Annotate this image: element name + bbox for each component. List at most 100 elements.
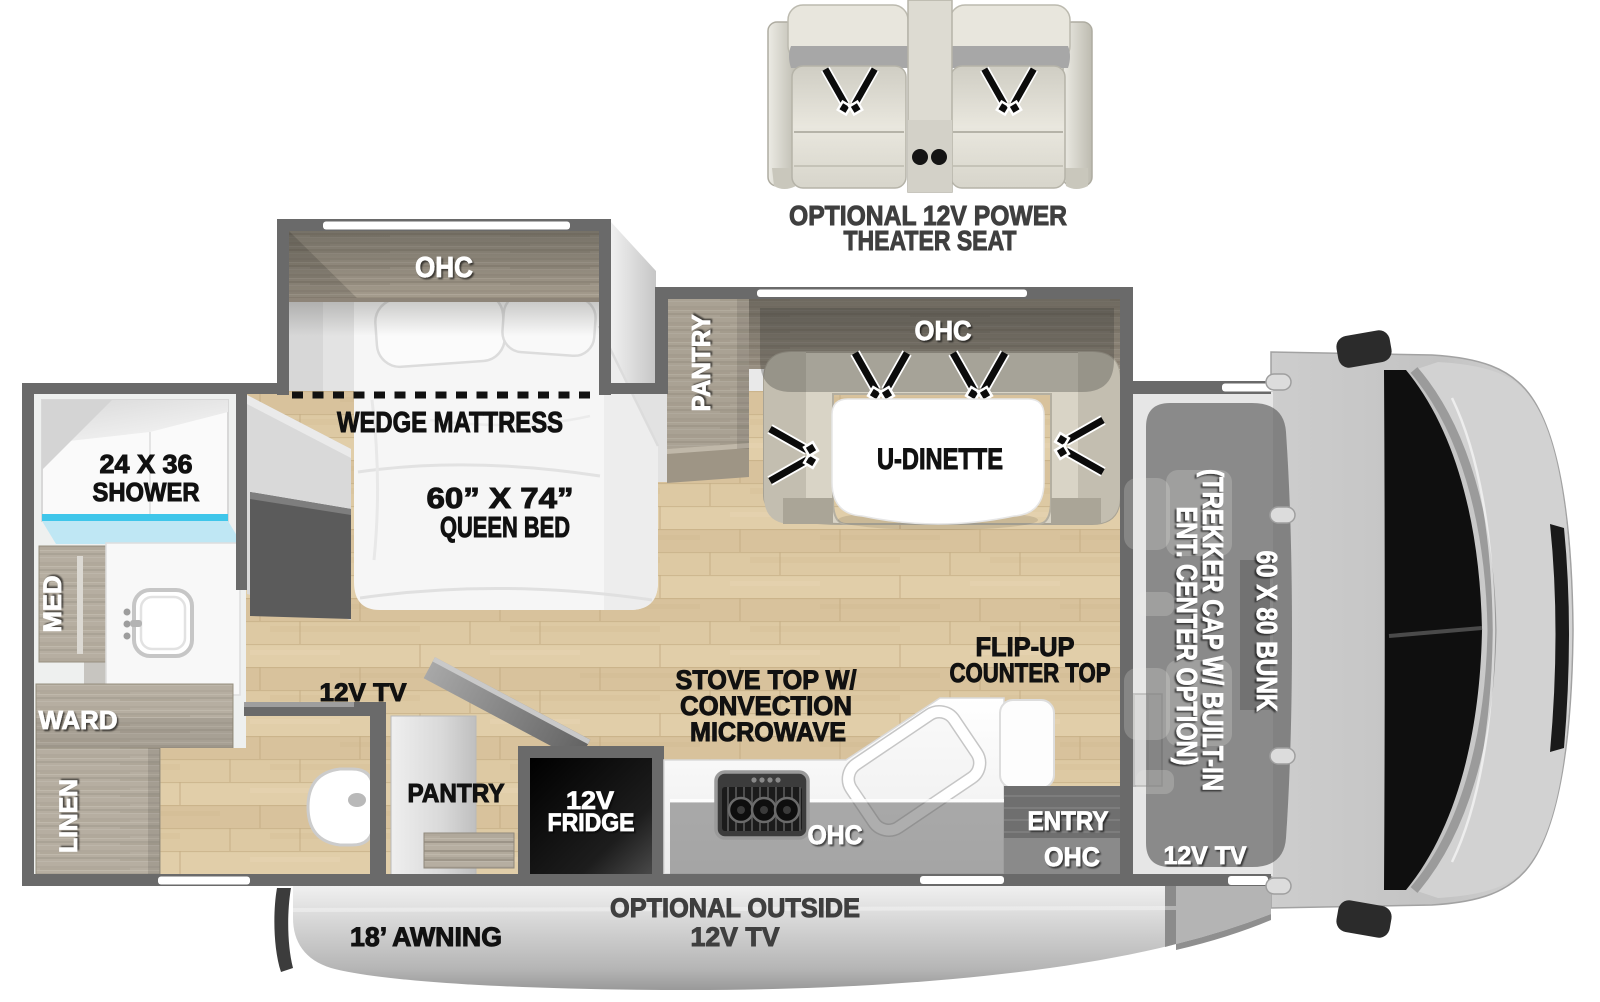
label-shower-size: 24 X 36 [100,449,193,479]
flip-up-counter-leaf [999,699,1055,789]
wall-bathroom-divider [236,390,247,590]
cupholder-icon [912,149,928,165]
theater-seat-label-line2: THEATER SEAT [844,225,1017,256]
cab-seat-back [1124,668,1170,740]
label-shower: SHOWER [93,477,200,507]
bed-slideout [289,222,667,610]
label-flip-line1: FLIP-UP [976,632,1075,662]
window-front-right [1222,383,1274,392]
label-med: MED [39,576,67,633]
label-dinette-ohc: OHC [915,315,972,346]
bathroom [33,394,246,878]
entry-area [1004,693,1163,874]
label-bunk: 60 X 80 BUNK [1250,551,1282,712]
cab-cowl [1410,367,1497,893]
dinette-slideout-wall-left [655,287,668,394]
shower-threshold [42,514,228,521]
awning [274,886,1271,990]
toilet-room-wall-right [370,702,386,876]
skirt-right [1176,886,1271,944]
linen-cabinet [35,747,246,878]
label-stove-line3: MICROWAVE [690,717,846,747]
label-bed-type: QUEEN BED [440,512,570,544]
label-awning: 18’ AWNING [350,922,502,952]
wall-top-left [22,383,289,394]
kitchen-pantry [390,715,515,878]
label-kitchen-ohc: OHC [808,820,863,850]
label-fridge-line1: 12V [566,787,614,815]
wardrobe [35,683,234,749]
entry-ohc-band [1004,838,1120,874]
cab-windshield [1384,370,1482,890]
label-kitchen-pantry: PANTRY [408,778,505,808]
dinette-table [831,398,1045,525]
window-bed-slideout [323,221,570,230]
label-bedroom-tv: 12V TV [320,679,407,707]
window-markers [158,221,1274,885]
label-dinette-pantry: PANTRY [686,315,716,412]
cab-seat-cushion [1166,660,1232,746]
theater-seat-label-line1: OPTIONAL 12V POWER [789,200,1067,231]
cab-mirror-bottom [1336,900,1392,938]
wall-top-mid [599,383,668,394]
toilet-flush [348,793,366,807]
label-trekker-line2: ENT. CENTER OPTION) [1170,507,1202,766]
bed-slideout-wall-left [277,219,289,395]
toilet [306,767,375,847]
cab-seat-back [1124,478,1170,550]
label-outside-tv-line1: OPTIONAL OUTSIDE [610,893,860,923]
cap-marker-lights [1265,373,1296,895]
dinette-pantry [667,299,749,483]
awning-end-cap [274,888,293,972]
theater-seat-right-cushion [950,65,1066,189]
toilet-room [246,716,375,874]
cupholder-icon [931,149,947,165]
bathroom-sink [132,588,194,658]
floorplan-body [33,222,1273,886]
awning-roll [293,886,1176,990]
door-marker-left [158,876,250,885]
label-linen: LINEN [55,779,83,853]
label-entry: ENTRY [1028,806,1109,836]
label-u-dinette: U-DINETTE [877,443,1003,476]
fridge-box [530,758,652,876]
labels: OHC WEDGE MATTRESS 60” X 74” QUEEN BED 2… [38,252,1282,953]
shower-glass [42,521,242,544]
med-cabinet [38,545,107,694]
cab-seat-cushion [1166,470,1232,556]
theater-seat-illustration [767,0,1093,193]
slideout-side-shade [611,222,656,390]
label-flip-line2: COUNTER TOP [950,658,1111,688]
fridge [518,746,664,886]
stove-top [714,770,810,840]
bedroom-divider [247,395,351,620]
label-bed-ohc: OHC [415,252,473,284]
faucet-icon [123,608,131,616]
shower [41,399,242,544]
label-outside-tv-line2: 12V TV [691,922,780,952]
label-bed-size: 60” X 74” [427,483,574,515]
wall-rear [22,383,34,886]
label-stove-line2: CONVECTION [680,691,852,721]
entry-door-marker [1228,876,1268,885]
label-trekker-line1: (TREKKER CAP W/ BUILT-IN [1196,469,1228,791]
label-entry-ohc: OHC [1044,842,1100,872]
cab-mirror-top [1336,330,1392,368]
label-stove-line1: STOVE TOP W/ [676,665,857,695]
cab-seats [1124,470,1232,794]
bedroom-swivel-tv [423,657,591,761]
bedroom-tv-cabinet [250,492,351,619]
cab-front [1270,330,1574,938]
kitchen-counter [663,697,1055,875]
bunk-over-cab [1124,373,1296,895]
window-bottom-mid [920,876,1004,884]
label-front-tv: 12V TV [1164,842,1247,870]
window-dinette-slideout [757,289,1027,297]
cab-grille [1550,524,1569,752]
bed-slideout-wall-right [599,219,611,395]
theater-seat-left-cushion [791,65,907,189]
label-wedge-mattress: WEDGE MATTRESS [337,407,563,439]
wall-right [1120,287,1133,886]
